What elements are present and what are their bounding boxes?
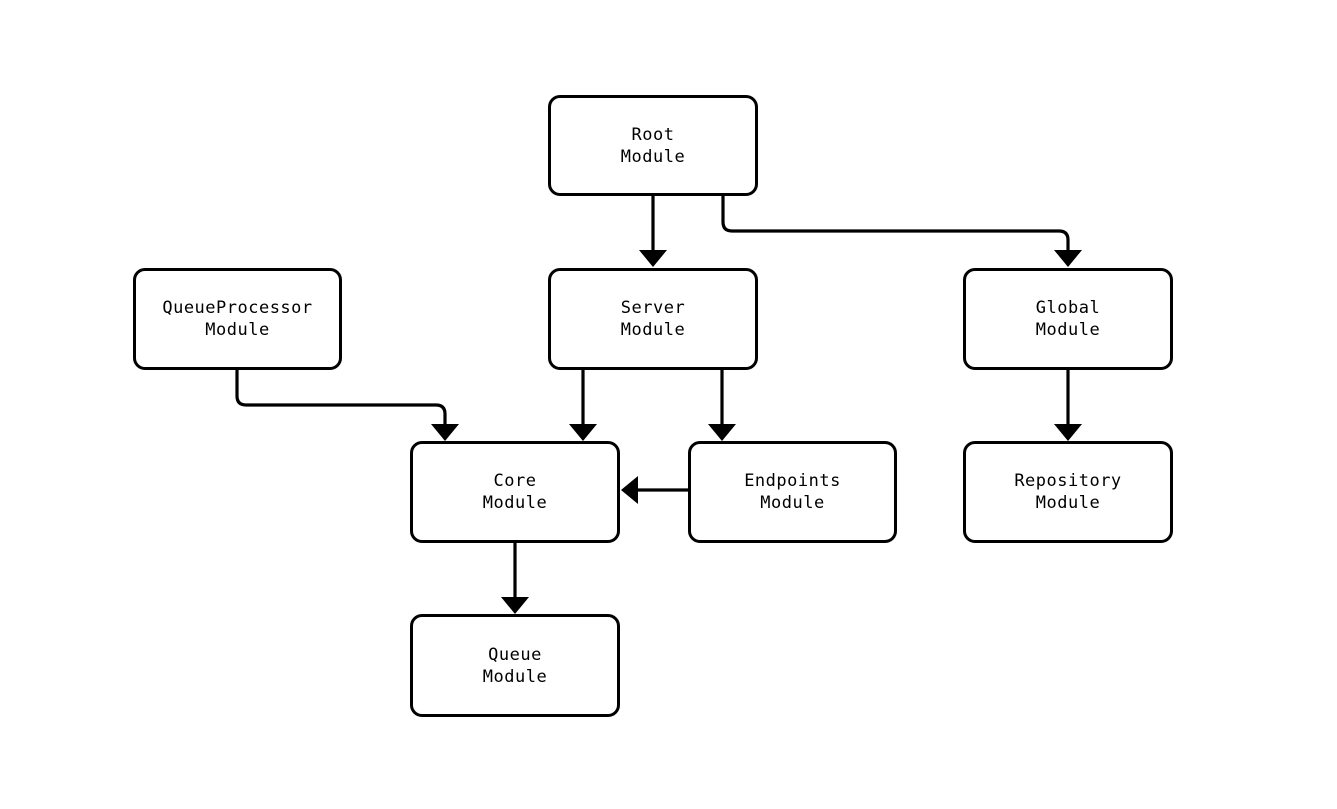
node-queue[interactable]: Queue Module	[410, 614, 620, 717]
node-core[interactable]: Core Module	[410, 441, 620, 543]
node-endpoints[interactable]: Endpoints Module	[688, 441, 897, 543]
arrowhead-global-to-repository	[1054, 424, 1082, 441]
node-queue-title: Queue	[488, 644, 542, 665]
node-global-subtitle: Module	[1035, 320, 1101, 340]
arrowhead-core-to-queue	[501, 597, 529, 614]
node-root-title: Root	[631, 124, 675, 145]
node-repository[interactable]: Repository Module	[963, 441, 1173, 543]
node-server-title: Server	[620, 298, 686, 318]
node-queue-subtitle: Module	[482, 666, 548, 687]
edge-queueprocessor-to-core	[235, 370, 447, 426]
node-endpoints-subtitle: Module	[760, 493, 825, 513]
node-repository-title: Repository	[1014, 471, 1122, 491]
arrowhead-server-to-endpoints	[708, 424, 736, 441]
arrowhead-endpoints-to-core	[621, 476, 638, 504]
arrowhead-root-to-global	[1054, 250, 1082, 267]
node-queueprocessor-subtitle: Module	[205, 320, 270, 340]
node-endpoints-title: Endpoints	[744, 471, 841, 491]
node-queueprocessor-title: QueueProcessor	[162, 298, 313, 318]
node-core-subtitle: Module	[482, 493, 548, 513]
arrowhead-server-to-core	[569, 424, 597, 441]
node-server-subtitle: Module	[620, 320, 686, 340]
node-root[interactable]: Root Module	[548, 95, 758, 196]
node-global[interactable]: Global Module	[963, 268, 1173, 370]
edge-root-to-global	[721, 196, 1070, 252]
node-global-title: Global	[1035, 298, 1101, 318]
node-repository-subtitle: Module	[1035, 493, 1101, 513]
arrowhead-root-to-server	[639, 250, 667, 267]
node-root-subtitle: Module	[620, 146, 686, 167]
node-server[interactable]: Server Module	[548, 268, 758, 370]
arrowhead-queueprocessor-to-core	[431, 424, 459, 441]
node-core-title: Core	[493, 471, 537, 491]
node-queueprocessor[interactable]: QueueProcessor Module	[133, 268, 342, 370]
